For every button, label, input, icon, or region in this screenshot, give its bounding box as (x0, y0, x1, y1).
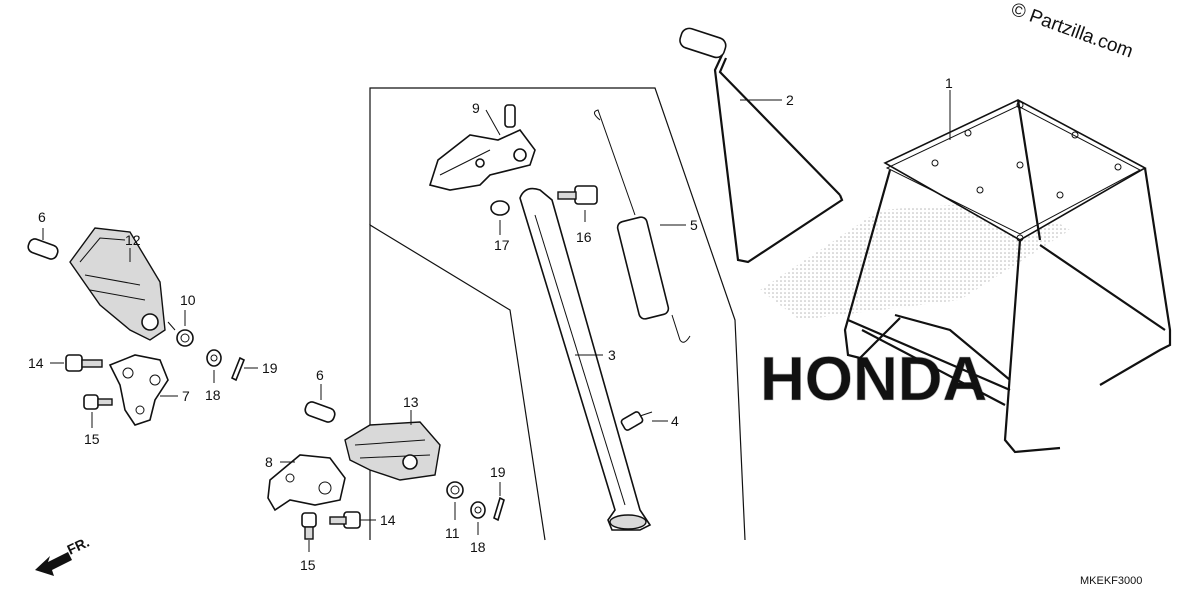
callout-2: 2 (786, 92, 794, 108)
part-pin-4[interactable] (620, 411, 653, 431)
callout-5: 5 (690, 217, 698, 233)
part-bolt-15-left[interactable] (83, 394, 113, 410)
callout-15-center: 15 (300, 557, 316, 573)
callout-19-left: 19 (262, 360, 278, 376)
part-pin-6-center[interactable] (304, 400, 337, 423)
diagram-code: MKEKF3000 (1080, 575, 1142, 587)
callout-7: 7 (182, 388, 190, 404)
part-nut-17[interactable] (490, 200, 510, 216)
part-triangle-stand[interactable] (678, 26, 844, 264)
callout-10: 10 (180, 292, 196, 308)
part-spring-10[interactable] (167, 321, 194, 347)
callout-16: 16 (576, 229, 592, 245)
part-side-stand[interactable] (519, 187, 652, 531)
callout-6-left: 6 (38, 209, 46, 225)
callout-4: 4 (671, 413, 679, 429)
direction-label: FR. (65, 534, 92, 558)
part-bracket-7[interactable] (108, 354, 169, 426)
part-spring-11[interactable] (446, 481, 464, 499)
callout-13: 13 (403, 394, 419, 410)
part-spring-5[interactable] (594, 109, 691, 343)
part-bolt-16[interactable] (557, 185, 598, 205)
callout-12: 12 (125, 232, 141, 248)
callout-1: 1 (945, 75, 953, 91)
callout-8: 8 (265, 454, 273, 470)
part-bolt-14-left[interactable] (65, 354, 103, 372)
part-washer-18-left[interactable] (206, 349, 222, 367)
group-boundary (369, 87, 746, 541)
callout-19-center: 19 (490, 464, 506, 480)
part-pin-6-left[interactable] (27, 237, 60, 260)
front-direction-arrow: FR. (35, 534, 92, 576)
callout-9: 9 (472, 100, 480, 116)
part-bolt-15-center[interactable] (301, 512, 317, 540)
part-cotter-19-center[interactable] (493, 496, 505, 522)
part-footpeg-12[interactable] (69, 227, 166, 341)
callout-17: 17 (494, 237, 510, 253)
part-cotter-19-left[interactable] (230, 356, 246, 382)
watermark-text: HONDA (760, 345, 987, 414)
part-washer-18-center[interactable] (470, 501, 486, 519)
copyright-text: © Partzilla.com (1008, 0, 1135, 62)
part-bracket-8[interactable] (267, 454, 346, 512)
callout-14-left: 14 (28, 355, 44, 371)
callout-6-center: 6 (316, 367, 324, 383)
callout-15-left: 15 (84, 431, 100, 447)
callout-11: 11 (445, 525, 460, 541)
honda-watermark: HONDA (760, 200, 1070, 414)
callout-18-left: 18 (205, 387, 221, 403)
callout-3: 3 (608, 347, 616, 363)
callout-18-center: 18 (470, 539, 486, 555)
part-side-stand-bracket[interactable] (428, 104, 536, 191)
callout-14-center: 14 (380, 512, 396, 528)
part-bolt-14-center[interactable] (329, 511, 361, 529)
part-footpeg-13[interactable] (344, 421, 441, 481)
